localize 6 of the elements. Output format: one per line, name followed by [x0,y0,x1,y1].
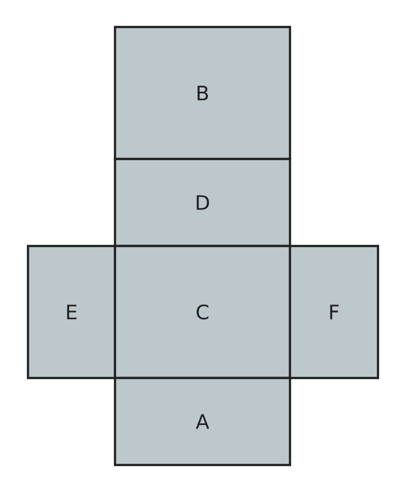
net-face: A [114,376,292,466]
net-face: E [26,244,116,380]
net-face: D [114,158,292,248]
net-face: B [114,26,292,160]
net-face: C [114,244,292,380]
net-face: F [288,244,380,380]
